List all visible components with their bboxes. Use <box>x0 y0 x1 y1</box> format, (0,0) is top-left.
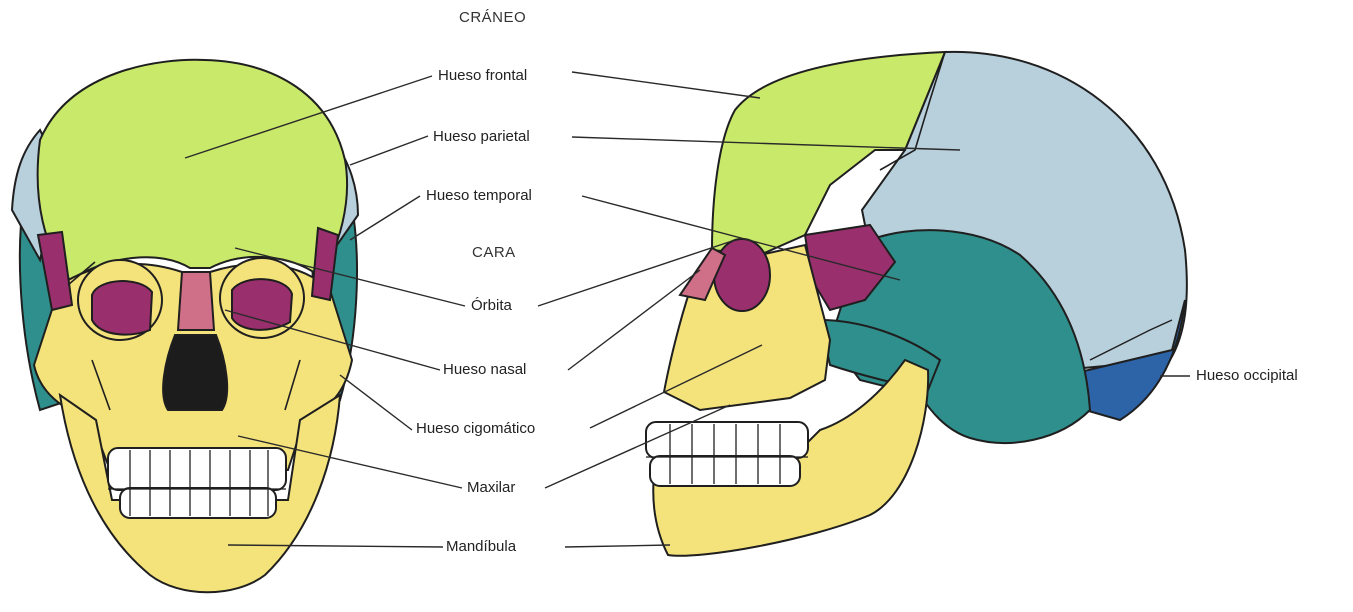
front-nasal-bone <box>178 272 214 330</box>
front-orbit-right-inner <box>232 279 292 330</box>
side-orbit <box>714 239 770 311</box>
label-zygomatic-bone: Hueso cigomático <box>413 420 538 438</box>
leader-temporal-front <box>350 196 420 240</box>
skull-front-view <box>12 60 358 592</box>
leader-parietal-front <box>350 136 428 165</box>
leader-zygomatic-front <box>340 375 412 430</box>
heading-cranium: CRÁNEO <box>459 9 526 26</box>
label-temporal-bone: Hueso temporal <box>423 187 535 205</box>
label-orbit: Órbita <box>468 297 515 315</box>
front-teeth-upper <box>108 448 286 490</box>
heading-face: CARA <box>472 244 516 261</box>
front-nasal-cavity <box>163 335 227 410</box>
label-maxilla: Maxilar <box>464 479 518 497</box>
side-teeth-lower <box>650 456 800 486</box>
front-orbit-left-inner <box>92 281 152 335</box>
label-mandible: Mandíbula <box>443 538 519 556</box>
leader-frontal-side <box>572 72 760 98</box>
label-frontal-bone: Hueso frontal <box>435 67 530 85</box>
front-teeth-lower <box>120 488 276 518</box>
front-frontal-bone <box>38 60 347 280</box>
label-occipital-bone: Hueso occipital <box>1193 367 1301 385</box>
label-parietal-bone: Hueso parietal <box>430 128 533 146</box>
skull-side-view <box>646 52 1187 556</box>
leader-mandible-side <box>565 545 670 547</box>
label-nasal-bone: Hueso nasal <box>440 361 529 379</box>
